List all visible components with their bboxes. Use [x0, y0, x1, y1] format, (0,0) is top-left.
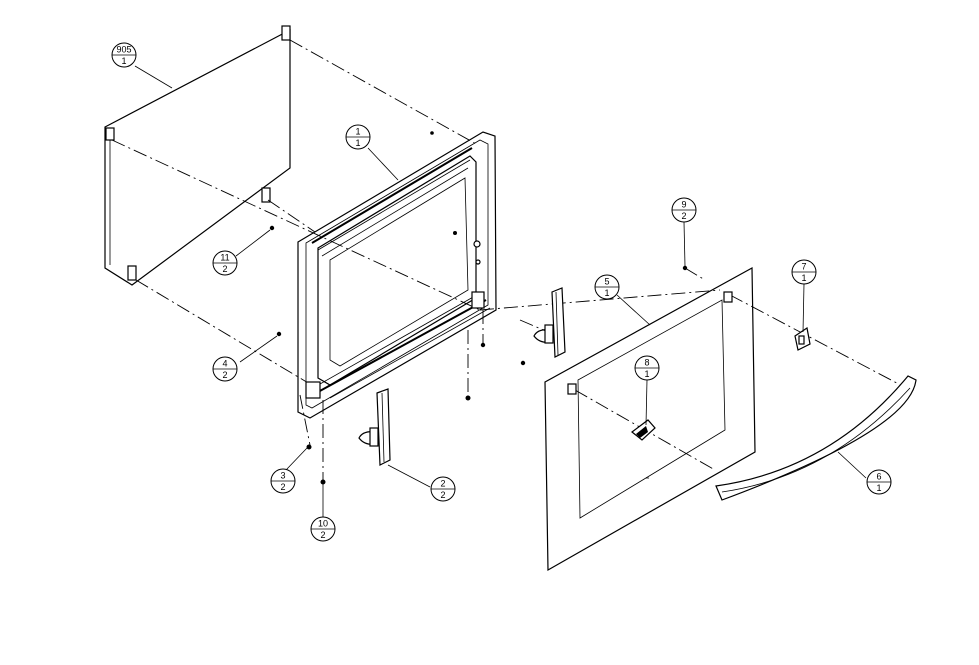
- callout-part-number: 11: [220, 253, 229, 263]
- callout-part-number: 5: [604, 277, 609, 287]
- callout-quantity: 1: [604, 288, 609, 298]
- callout-part-number: 905: [116, 45, 131, 55]
- callout-quantity: 2: [222, 264, 227, 274]
- callout-1: 1 1: [345, 124, 371, 150]
- screws: [269, 131, 688, 485]
- callout-part-number: 7: [801, 262, 806, 272]
- callout-part-number: 3: [280, 471, 285, 481]
- callout-5: 5 1: [594, 274, 620, 300]
- callout-part-number: 1: [355, 127, 360, 137]
- callout-part-number: 9: [681, 200, 686, 210]
- part-905-rear-panel: [104, 25, 291, 286]
- callout-7: 7 1: [791, 259, 817, 285]
- callout-4: 4 2: [212, 356, 238, 382]
- callout-quantity: 2: [280, 482, 285, 492]
- part-8-glass-bracket: [631, 419, 656, 441]
- assembly-lines: [111, 39, 911, 482]
- part-7-clip: [794, 326, 811, 351]
- callout-9: 9 2: [671, 197, 697, 223]
- part-2-hinge-left: [358, 388, 391, 466]
- callout-3: 3 2: [270, 468, 296, 494]
- callout-quantity: 2: [440, 490, 445, 500]
- callout-quantity: 1: [121, 56, 126, 66]
- logo-mark: ≈: [646, 476, 650, 482]
- callout-part-number: 10: [318, 519, 328, 529]
- callout-quantity: 2: [320, 530, 325, 540]
- callout-quantity: 1: [355, 138, 360, 148]
- part-6-handle: [715, 375, 917, 501]
- callout-part-number: 6: [876, 472, 881, 482]
- leader-lines: [134, 65, 867, 517]
- callout-quantity: 2: [222, 370, 227, 380]
- callout-8: 8 1: [634, 355, 660, 381]
- callout-905: 905 1: [111, 42, 137, 68]
- part-1-inner-door-frame: [297, 131, 497, 419]
- callout-quantity: 2: [681, 211, 686, 221]
- callout-part-number: 4: [222, 359, 227, 369]
- callout-2: 2 2: [430, 476, 456, 502]
- callout-10: 10 2: [310, 516, 336, 542]
- callout-part-number: 2: [440, 479, 445, 489]
- callout-6: 6 1: [866, 469, 892, 495]
- callout-quantity: 1: [876, 483, 881, 493]
- part-2-hinge-right: [533, 287, 566, 358]
- callout-11: 11 2: [212, 250, 238, 276]
- callout-quantity: 1: [644, 369, 649, 379]
- callout-quantity: 1: [801, 273, 806, 283]
- part-5-outer-glass: ≈: [544, 266, 756, 572]
- callout-part-number: 8: [644, 358, 649, 368]
